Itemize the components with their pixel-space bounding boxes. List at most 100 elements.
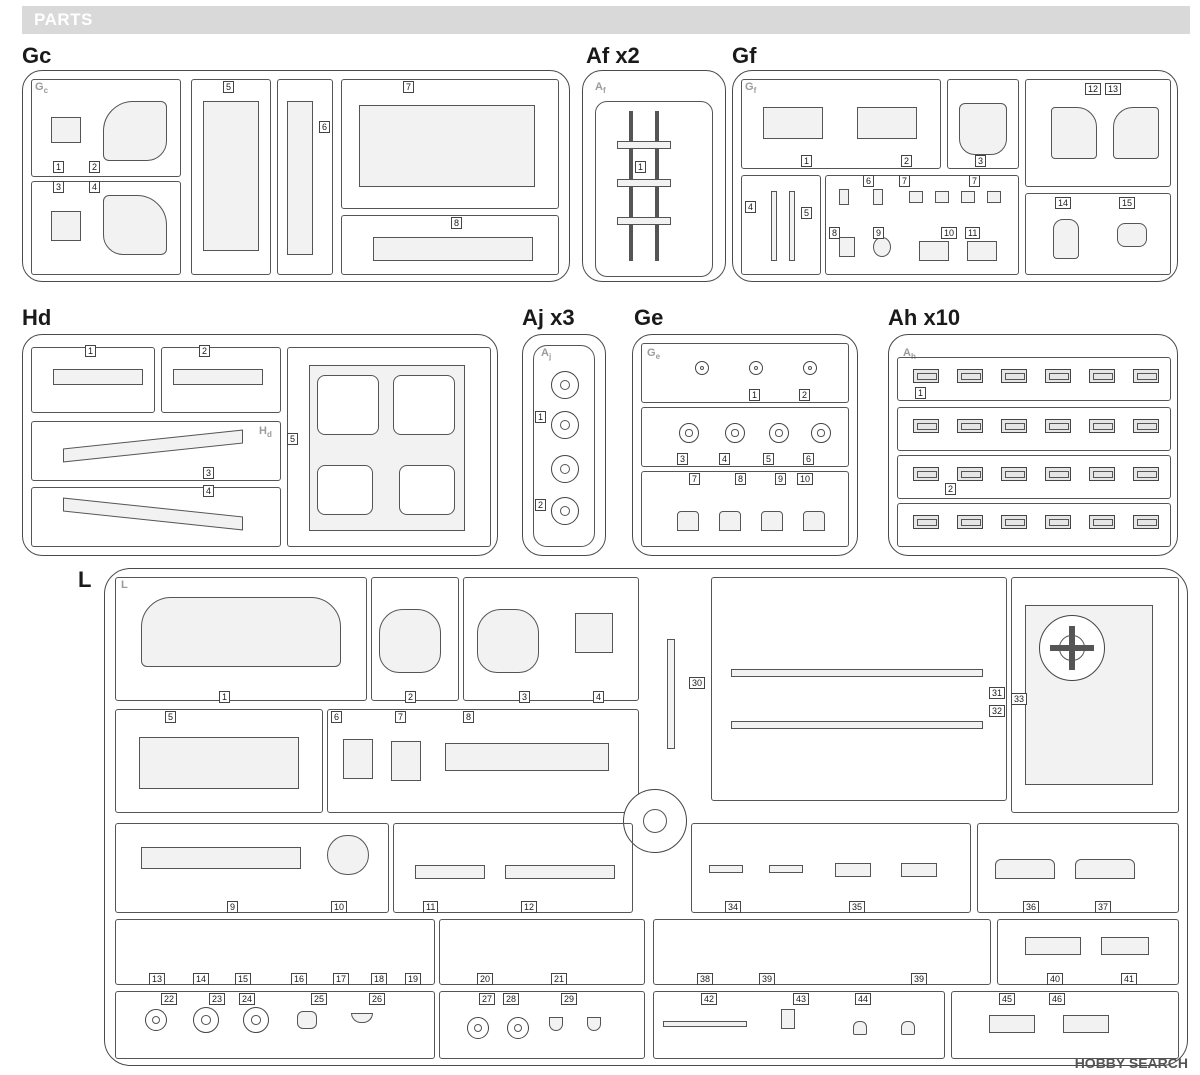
sprue-hd-title: Hd <box>22 305 52 330</box>
hd-num-1: 1 <box>85 345 97 357</box>
ah-track-link <box>1133 369 1159 383</box>
l-part-44-b <box>901 1021 915 1035</box>
hd-part-2 <box>173 369 263 385</box>
ge-ring-b <box>749 361 763 375</box>
gc-num-3: 3 <box>53 181 65 193</box>
gc-num-5: 5 <box>223 81 235 93</box>
ge-num-4: 4 <box>719 453 731 465</box>
l-cell-3-4 <box>463 577 639 701</box>
l-part-37 <box>1075 859 1135 879</box>
ge-part-7 <box>677 511 699 531</box>
l-cell-1 <box>115 577 367 701</box>
l-num-10: 10 <box>331 901 348 913</box>
l-cell-31-32 <box>711 577 1007 801</box>
gf-part-box-c <box>961 191 975 203</box>
ge-ring-a <box>695 361 709 375</box>
l-center-ring <box>623 789 687 853</box>
gf-num-7b: 7 <box>969 175 981 187</box>
sprue-hd-frame: Hd 1 2 3 4 5 <box>22 334 498 556</box>
sprue-af-logo-sub: f <box>602 86 606 96</box>
gf-part-8 <box>839 237 855 257</box>
ah-track-link <box>1089 467 1115 481</box>
l-num-42: 42 <box>701 993 718 1005</box>
sprue-ah-frame: Ah 1 2 <box>888 334 1178 556</box>
ge-hub-5 <box>769 423 789 443</box>
gf-num-13: 13 <box>1105 83 1122 95</box>
hd-part-1 <box>53 369 143 385</box>
gc-cell-e <box>341 79 559 209</box>
ah-track-link <box>1133 419 1159 433</box>
hd-cell-e <box>287 347 491 547</box>
gf-part-14 <box>1053 219 1079 259</box>
gc-part-5 <box>203 101 259 251</box>
sprue-hd-logo-letter: H <box>259 425 267 437</box>
l-num-40: 40 <box>1047 973 1064 985</box>
l-part-46 <box>1063 1015 1109 1033</box>
sprue-ge-title: Ge <box>634 305 664 330</box>
l-num-25: 25 <box>311 993 328 1005</box>
aj-wheel-b <box>551 411 579 439</box>
l-num-8: 8 <box>463 711 475 723</box>
l-part-3 <box>477 609 539 673</box>
gc-cell-a <box>31 79 181 177</box>
ge-part-8 <box>719 511 741 531</box>
l-num-18: 18 <box>371 973 388 985</box>
ah-track-link <box>1045 515 1071 529</box>
l-part-36 <box>995 859 1055 879</box>
gf-part-3 <box>959 103 1007 155</box>
l-part-31 <box>731 669 983 677</box>
l-num-16: 16 <box>291 973 308 985</box>
sprue-ge-logo-letter: G <box>647 347 656 359</box>
aj-wheel-d <box>551 497 579 525</box>
gf-num-3: 3 <box>975 155 987 167</box>
ge-num-1: 1 <box>749 389 761 401</box>
ge-num-9: 9 <box>775 473 787 485</box>
gc-num-6: 6 <box>319 121 331 133</box>
ge-num-3: 3 <box>677 453 689 465</box>
ah-row-1 <box>897 357 1171 401</box>
gf-num-10: 10 <box>941 227 958 239</box>
gf-num-6: 6 <box>863 175 875 187</box>
ah-track-link <box>1089 419 1115 433</box>
hd-num-4: 4 <box>203 485 215 497</box>
l-part-32 <box>731 721 983 729</box>
l-num-35: 35 <box>849 901 866 913</box>
l-num-19: 19 <box>405 973 422 985</box>
gf-part-2 <box>857 107 917 139</box>
l-num-17: 17 <box>333 973 350 985</box>
sprue-l-title: L <box>78 567 92 592</box>
ah-track-link <box>1045 467 1071 481</box>
ge-num-5: 5 <box>763 453 775 465</box>
sprue-gf-logo-sub: f <box>753 86 757 96</box>
af-cell <box>595 101 713 277</box>
ah-track-link <box>913 419 939 433</box>
sprue-gc-logo-sub: c <box>43 86 49 96</box>
ge-ring-c <box>803 361 817 375</box>
gc-num-2: 2 <box>89 161 101 173</box>
gf-part-4 <box>771 191 777 261</box>
gf-part-box-a <box>909 191 923 203</box>
gc-cell-c <box>191 79 271 275</box>
ge-hub-3 <box>679 423 699 443</box>
gc-part-8 <box>373 237 533 261</box>
l-part-42 <box>663 1021 747 1027</box>
l-num-24: 24 <box>239 993 256 1005</box>
l-part-28 <box>507 1017 529 1039</box>
gf-num-4: 4 <box>745 201 757 213</box>
sprue-af-frame: Af 1 <box>582 70 726 282</box>
l-cell-11-12 <box>393 823 633 913</box>
gf-part-1 <box>763 107 823 139</box>
gc-part-4 <box>103 195 167 255</box>
gf-part-10 <box>919 241 949 261</box>
hd-cell-b <box>161 347 281 413</box>
l-part-10 <box>327 835 369 875</box>
ah-track-link <box>1089 515 1115 529</box>
l-part-2 <box>379 609 441 673</box>
gf-part-7b <box>987 191 1001 203</box>
ge-num-7: 7 <box>689 473 701 485</box>
ge-cell-b <box>641 407 849 467</box>
ge-num-10: 10 <box>797 473 814 485</box>
l-num-22: 22 <box>161 993 178 1005</box>
gc-part-7 <box>359 105 535 187</box>
